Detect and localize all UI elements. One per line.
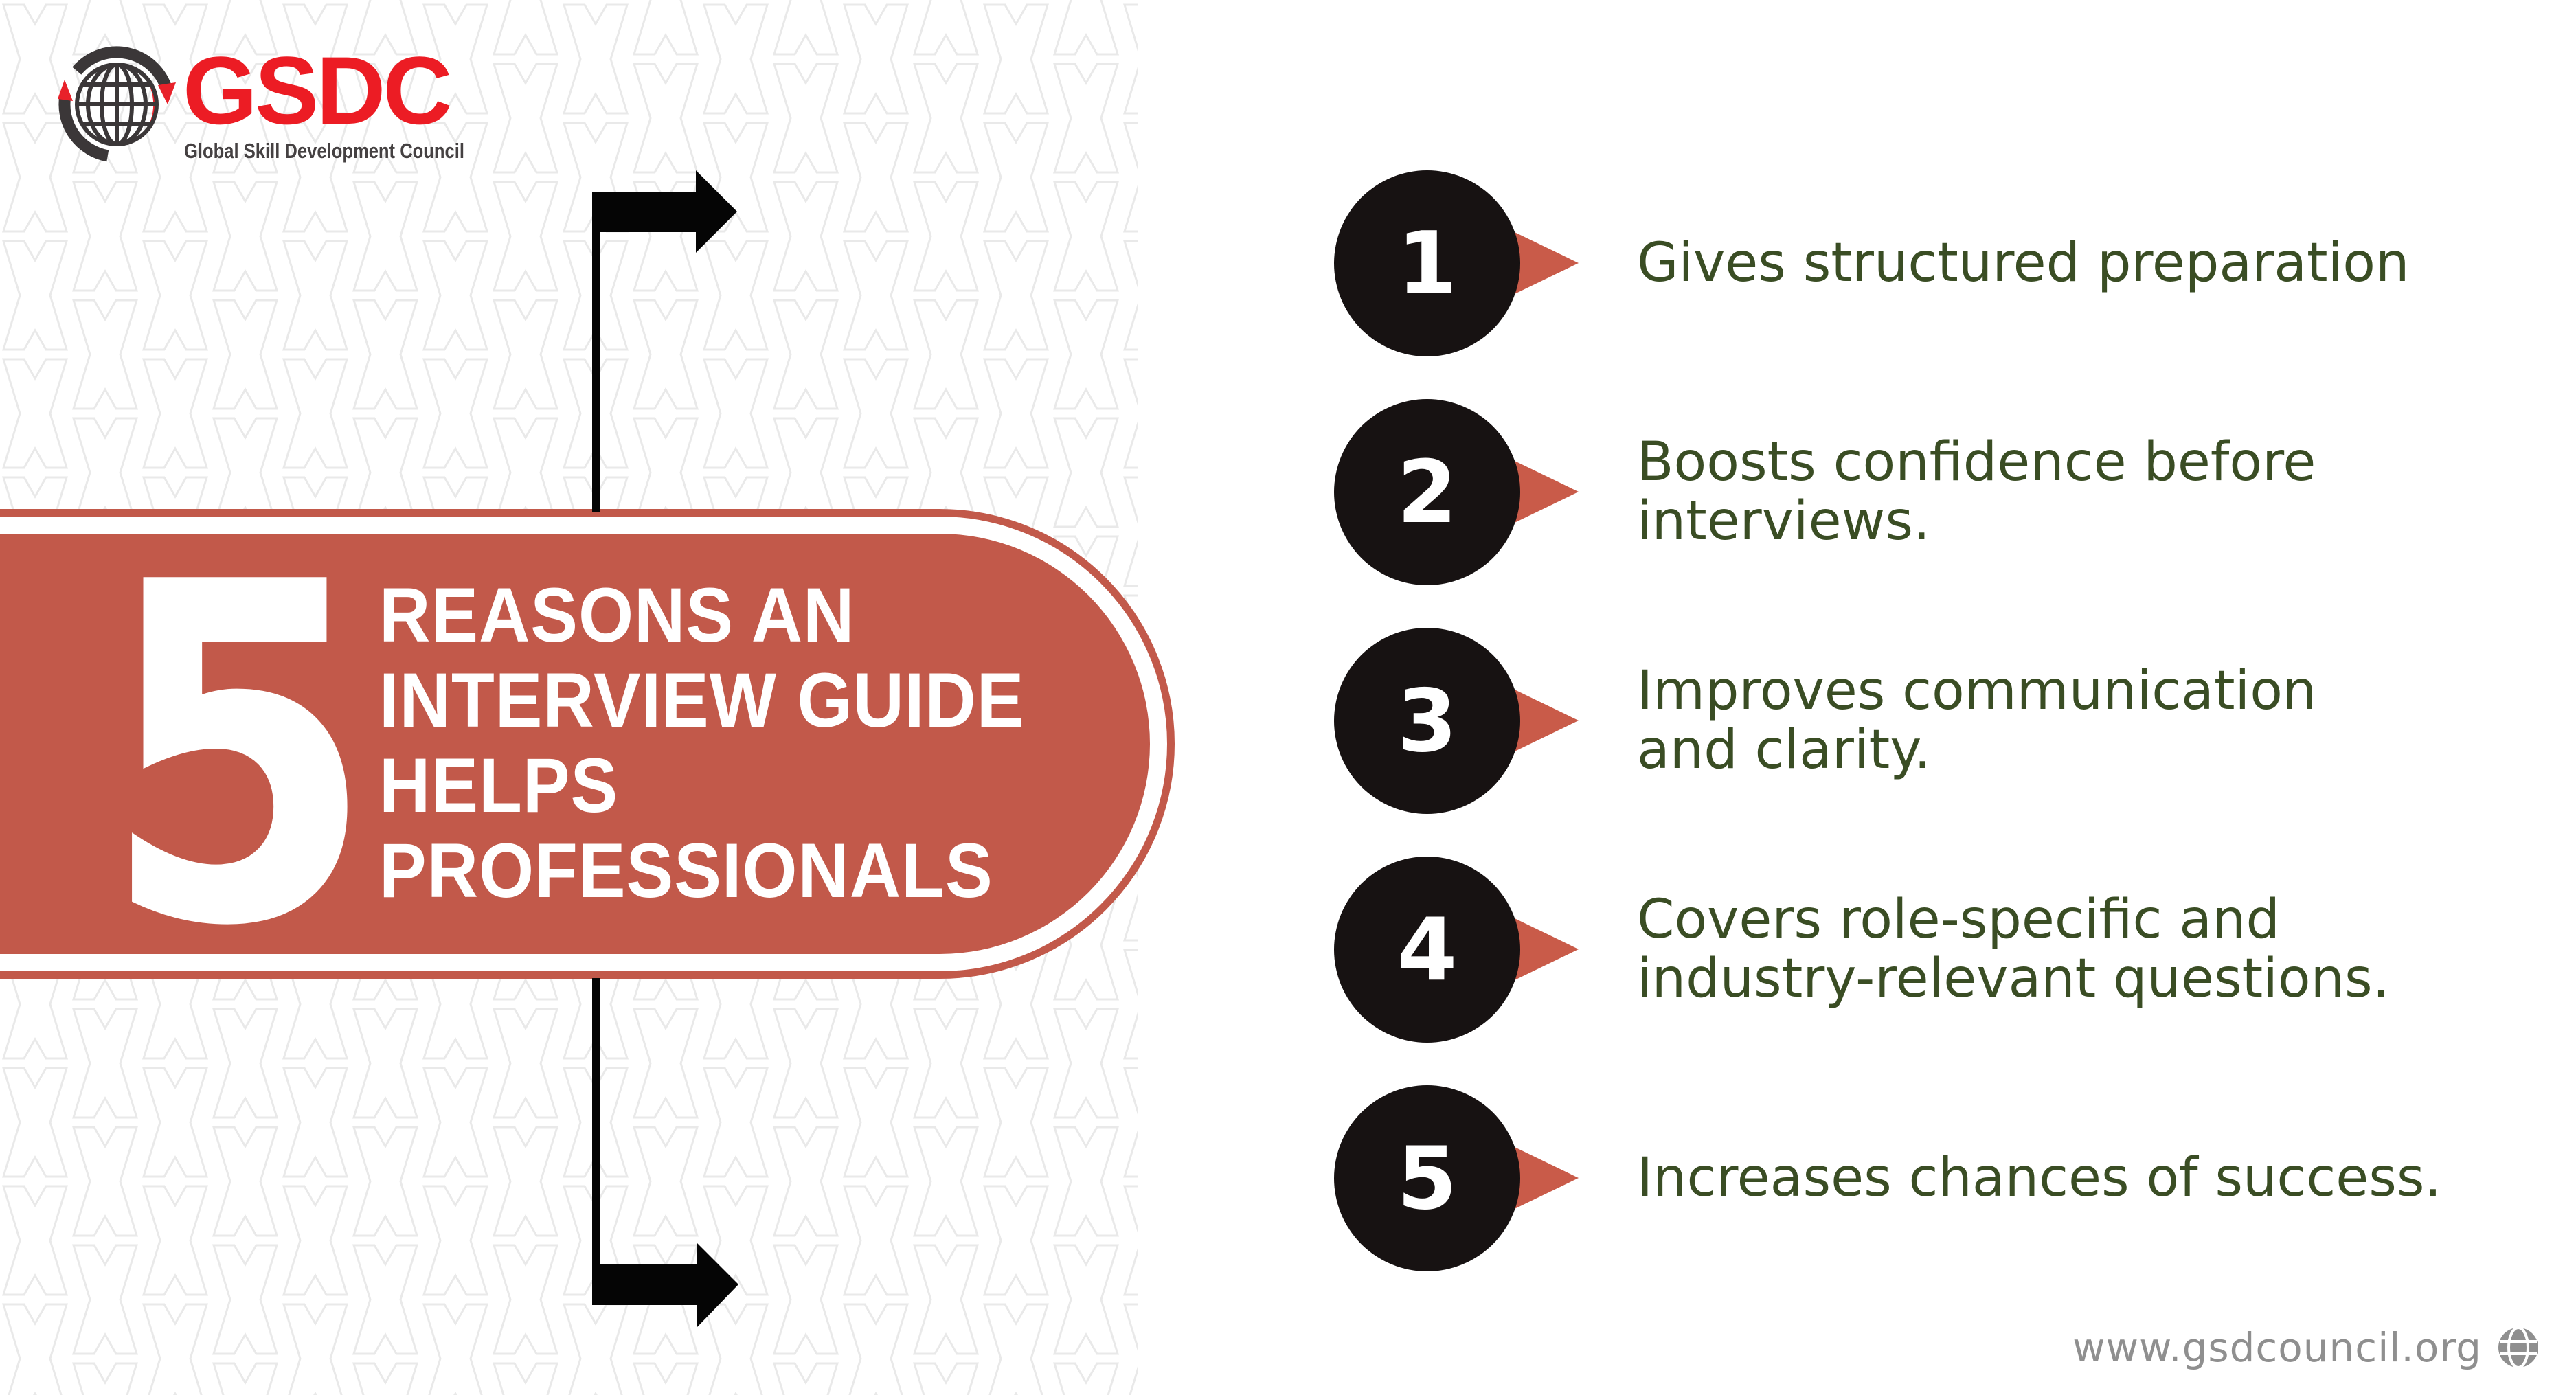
globe-icon bbox=[2498, 1326, 2538, 1369]
banner-title-line: REASONS AN bbox=[379, 572, 855, 658]
footer: www.gsdcouncil.org bbox=[2072, 1324, 2540, 1371]
item-number: 4 bbox=[1397, 898, 1458, 1000]
banner-title-line: PROFESSIONALS bbox=[379, 828, 993, 914]
reason-text: Gives structured preparation bbox=[1637, 234, 2409, 293]
globe-arcs-icon bbox=[58, 46, 176, 162]
bottom-right-arrow-icon bbox=[592, 978, 738, 1327]
logo-tagline: Global Skill Development Council bbox=[184, 139, 464, 163]
reason-text-line: industry-relevant questions. bbox=[1637, 948, 2390, 1010]
banner-big-number: 5 bbox=[102, 485, 375, 1028]
reason-text-line: interviews. bbox=[1637, 490, 1930, 552]
banner-title-line: INTERVIEW GUIDE bbox=[379, 657, 1025, 743]
website-url: www.gsdcouncil.org bbox=[2072, 1324, 2482, 1371]
item-number: 5 bbox=[1397, 1127, 1458, 1229]
reason-text-line: Increases chances of success. bbox=[1637, 1147, 2442, 1209]
banner-title-line: HELPS bbox=[379, 742, 619, 828]
number-circle: 5 bbox=[1334, 1085, 1520, 1271]
reason-text: Increases chances of success. bbox=[1637, 1148, 2441, 1207]
reason-text-line: Gives structured preparation bbox=[1637, 232, 2410, 294]
banner bbox=[0, 534, 1150, 954]
logo-brand-text: GSDC bbox=[183, 36, 450, 144]
item-number: 1 bbox=[1397, 212, 1458, 314]
number-circle: 3 bbox=[1334, 628, 1520, 814]
reason-text-line: and clarity. bbox=[1637, 719, 1932, 781]
reason-text-line: Improves communication bbox=[1637, 660, 2317, 722]
number-circle: 1 bbox=[1334, 170, 1520, 356]
gsdc-logo: GSDC Global Skill Development Council bbox=[58, 36, 464, 163]
reason-text-line: Boosts confidence before bbox=[1637, 431, 2316, 493]
reason-text-line: Covers role-specific and bbox=[1637, 889, 2280, 951]
item-number: 3 bbox=[1397, 670, 1458, 771]
top-right-arrow-icon bbox=[592, 170, 737, 512]
number-circle: 4 bbox=[1334, 857, 1520, 1043]
item-number: 2 bbox=[1397, 441, 1458, 543]
number-circle: 2 bbox=[1334, 399, 1520, 585]
